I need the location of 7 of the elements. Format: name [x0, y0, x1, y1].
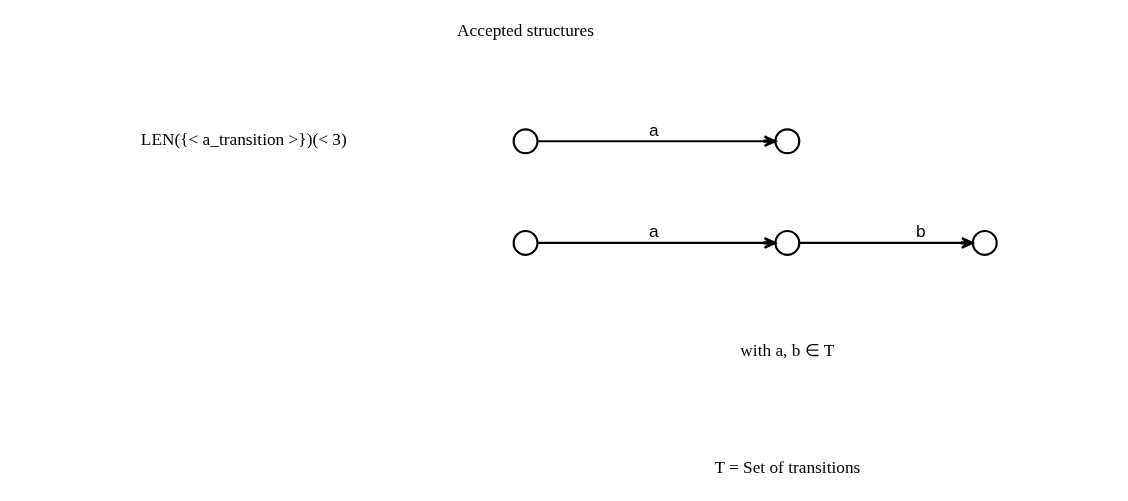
label: Accepted structures — [456, 21, 594, 41]
edge-label: b — [915, 221, 926, 242]
label: LEN({< a_transition >})(< 3) — [140, 130, 347, 150]
edge-label: a — [648, 119, 659, 140]
label: T = Set of transitions — [713, 458, 860, 478]
edge-label: a — [648, 221, 659, 242]
label: with a, b ∈ T — [739, 341, 834, 361]
